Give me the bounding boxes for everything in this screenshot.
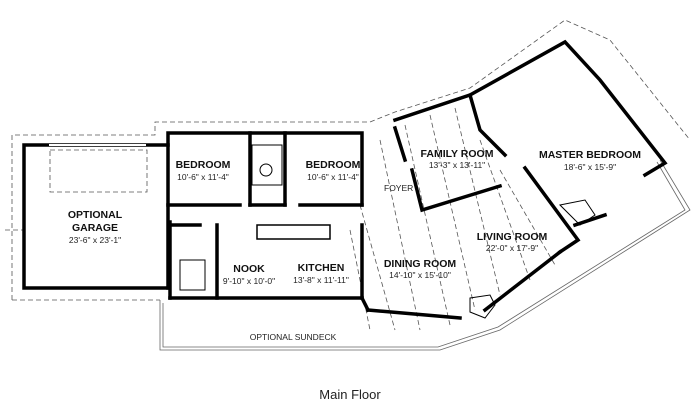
garage-label-line1: OPTIONAL bbox=[68, 209, 123, 221]
family-room-size: 13'-3" x 13'-11" bbox=[429, 160, 485, 170]
walls bbox=[22, 39, 668, 320]
dining-room-size: 14'-10" x 15'-10" bbox=[389, 270, 451, 280]
family-room-label: FAMILY ROOM bbox=[421, 148, 494, 160]
garage-label-line2: GARAGE bbox=[72, 222, 118, 234]
living-room-label: LIVING ROOM bbox=[477, 231, 548, 243]
living-room-size: 22'-0" x 17'-9" bbox=[486, 243, 538, 253]
bedroom2-size: 10'-6" x 11'-4" bbox=[307, 172, 359, 182]
nook-label: NOOK bbox=[233, 263, 265, 275]
sundeck-label: OPTIONAL SUNDECK bbox=[250, 332, 337, 342]
master-bedroom-size: 18'-6" x 15'-9" bbox=[564, 162, 616, 172]
foyer-label: FOYER bbox=[384, 183, 413, 193]
bedroom1-label: BEDROOM bbox=[176, 159, 231, 171]
bedroom2-label: BEDROOM bbox=[306, 159, 361, 171]
kitchen-size: 13'-8" x 11'-11" bbox=[293, 275, 349, 285]
bedroom1-size: 10'-6" x 11'-4" bbox=[177, 172, 229, 182]
master-bedroom-label: MASTER BEDROOM bbox=[539, 149, 641, 161]
garage-size: 23'-6" x 23'-1" bbox=[69, 235, 121, 245]
roof-outline bbox=[5, 19, 691, 331]
sundeck-outline bbox=[159, 159, 691, 351]
dining-room-label: DINING ROOM bbox=[384, 258, 457, 270]
kitchen-label: KITCHEN bbox=[298, 262, 345, 274]
nook-size: 9'-10" x 10'-0" bbox=[223, 276, 275, 286]
plan-caption: Main Floor bbox=[319, 387, 381, 402]
